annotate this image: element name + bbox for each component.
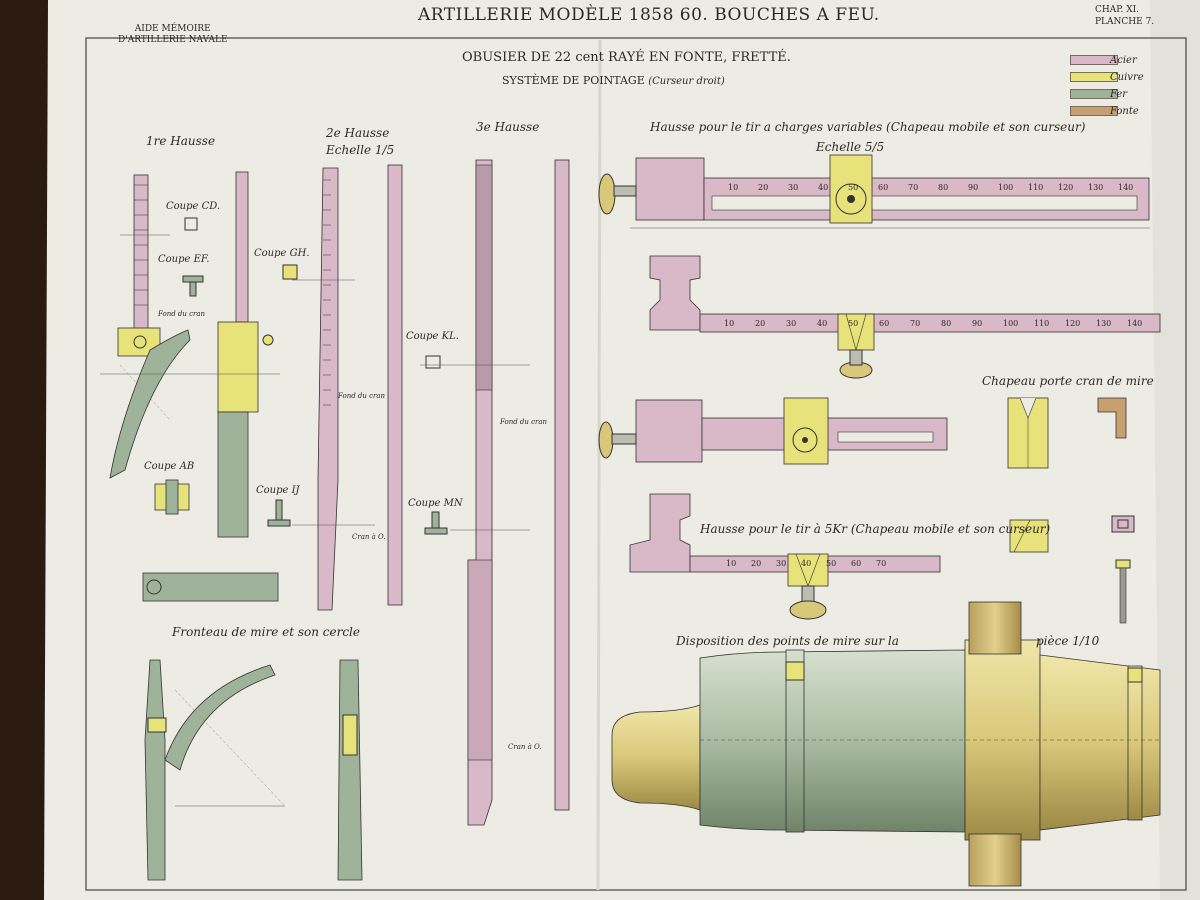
note-cran-a-o-2: Cran à O. [508,743,542,751]
scale-mark: 50 [826,559,837,568]
scale-mark: 140 [1118,183,1134,192]
title-disposition: Disposition des points de mire sur la [676,634,899,648]
legend-label-fonte: Fonte [1110,105,1139,117]
note-fond-du-cran-2: Fond du cran [338,392,386,400]
scale-mark: 70 [908,183,919,192]
plate-title-line2: SYSTÈME DE POINTAGE (Curseur droit) [502,74,725,87]
hausse-5k-drawing [629,493,941,620]
scale-mark: 110 [1028,183,1044,192]
scale-mark: 100 [998,183,1014,192]
plate-frame [85,37,1187,891]
legend-label-fer: Fer [1110,88,1128,100]
scale-mark: 10 [726,559,737,568]
chapeau-porte-drawing [1007,397,1135,624]
coupe-gh: Coupe GH. [254,248,310,259]
scale-mark: 20 [755,319,766,328]
hausse-1-drawing [100,171,298,602]
scale-mark: 120 [1058,183,1074,192]
scale-mark: 10 [728,183,739,192]
scale-mark: 10 [724,319,735,328]
legend-swatch-fonte [1070,106,1118,116]
title-echelle-55: Echelle 5/5 [816,140,885,154]
planche-number: PLANCHE 7. [1095,17,1155,27]
coupe-kl: Coupe KL. [406,331,459,342]
scale-mark: 120 [1065,319,1081,328]
hausse-3-drawing [420,159,570,826]
title-hausse-2: 2e Hausse [326,126,390,140]
scale-mark: 50 [848,319,859,328]
scale-mark: 130 [1096,319,1112,328]
hausse-variable-drawing [598,154,1150,229]
hausse-second-drawing [649,255,1161,379]
title-hausse-5k: Hausse pour le tir à 5Kr (Chapeau mobile… [700,522,1051,536]
plate-title-note: (Curseur droit) [648,76,725,87]
chapter-label: CHAP. XI. PLANCHE 7. [1095,4,1154,28]
scale-mark: 20 [751,559,762,568]
coupe-ij: Coupe IJ [256,485,300,496]
scale-mark: 70 [876,559,887,568]
legend-item-fer: Fer [1070,89,1127,100]
legend-item-fonte: Fonte [1070,106,1139,117]
aide-memoire-label: AIDE MÉMOIRE D'ARTILLERIE NAVALE [118,24,228,46]
fronteau-drawing [144,659,363,881]
legend-item-cuivre: Cuivre [1070,72,1144,83]
scale-mark: 20 [758,183,769,192]
note-fond-du-cran-3: Fond du cran [500,418,548,426]
scale-mark: 40 [818,183,829,192]
scale-mark: 60 [851,559,862,568]
scale-mark: 100 [1003,319,1019,328]
scale-mark: 130 [1088,183,1104,192]
legend-swatch-fer [1070,89,1118,99]
coupe-ef: Coupe EF. [158,254,210,265]
chap-number: CHAP. XI. [1095,5,1140,15]
note-fond-du-cran-1: Fond du cran [158,310,206,318]
cannon-drawing [611,601,1161,887]
scale-mark: 60 [878,183,889,192]
hausse-third-drawing [598,397,948,465]
scale-mark: 60 [879,319,890,328]
title-fronteau: Fronteau de mire et son cercle [172,625,360,639]
scale-mark: 90 [972,319,983,328]
title-piece: pièce 1/10 [1036,634,1100,648]
plate-title-system: SYSTÈME DE POINTAGE [502,74,645,87]
title-hausse-1: 1re Hausse [146,134,216,148]
scale-mark: 30 [786,319,797,328]
center-fold [596,39,602,891]
legend-swatch-cuivre [1070,72,1118,82]
scale-mark: 40 [817,319,828,328]
scale-mark: 80 [938,183,949,192]
scale-mark: 50 [848,183,859,192]
aide-memoire-line1: AIDE MÉMOIRE [134,24,211,34]
plate-title-line1: OBUSIER DE 22 cent RAYÉ EN FONTE, FRETTÉ… [462,50,791,65]
hausse-2-drawing [292,164,448,611]
scale-mark: 140 [1127,319,1143,328]
scale-mark: 90 [968,183,979,192]
coupe-mn: Coupe MN [408,498,463,509]
scale-mark: 70 [910,319,921,328]
aide-memoire-line2: D'ARTILLERIE NAVALE [118,35,228,45]
coupe-ab: Coupe AB [144,461,195,472]
title-hausse-variable: Hausse pour le tir a charges variables (… [650,120,1086,134]
legend-item-acier: Acier [1070,55,1137,66]
coupe-cd: Coupe CD. [166,201,221,212]
title-chapeau-porte: Chapeau porte cran de mire [982,374,1154,388]
scale-mark: 80 [941,319,952,328]
legend-label-acier: Acier [1110,54,1137,66]
scale-mark: 40 [801,559,812,568]
title-hausse-3: 3e Hausse [476,120,540,134]
scale-mark: 30 [776,559,787,568]
legend-label-cuivre: Cuivre [1110,71,1144,83]
scale-mark: 30 [788,183,799,192]
title-echelle-15: Echelle 1/5 [326,143,395,157]
main-title: ARTILLERIE MODÈLE 1858 60. BOUCHES A FEU… [418,5,880,25]
note-cran-a-o-1: Cran à O. [352,533,386,541]
legend-swatch-acier [1070,55,1118,65]
scale-mark: 110 [1034,319,1050,328]
